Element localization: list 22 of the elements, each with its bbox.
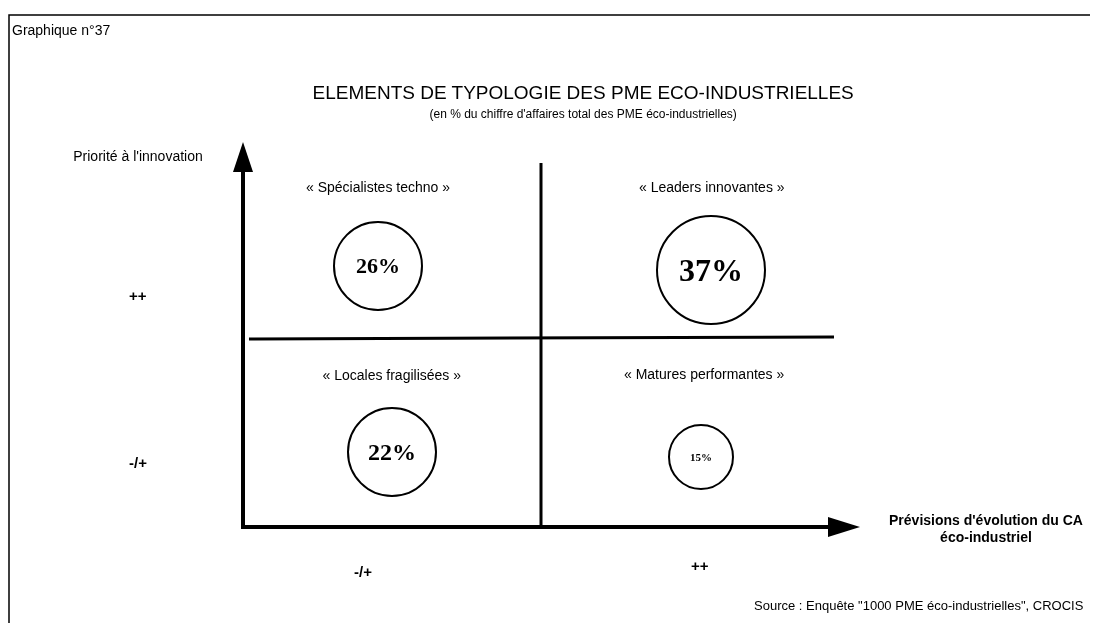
share-circle xyxy=(668,424,734,490)
axis-level: ++ xyxy=(691,557,709,575)
percentage-value: 22% xyxy=(368,438,416,466)
percentage-value: 15% xyxy=(690,451,712,463)
quadrant-title: « Locales fragilisées » xyxy=(322,366,462,384)
axis-level: ++ xyxy=(129,287,147,305)
chart-subtitle: (en % du chiffre d'affaires total des PME éco-industrielles) xyxy=(429,107,737,122)
axis-level: -/+ xyxy=(129,454,147,472)
share-circle xyxy=(656,215,766,325)
figure-number: Graphique n°37 xyxy=(12,21,111,39)
quadrant-title: « Leaders innovantes » xyxy=(639,178,785,196)
source-note: Source : Enquête "1000 PME éco-industrielles", CROCIS xyxy=(754,598,1084,614)
chart-title: ELEMENTS DE TYPOLOGIE DES PME ECO-INDUSTRIELLES xyxy=(312,81,854,105)
quadrant-title: « Spécialistes techno » xyxy=(306,178,450,196)
share-circle xyxy=(333,221,423,311)
percentage-value: 37% xyxy=(679,251,743,289)
share-circle xyxy=(347,407,437,497)
axis-title: Priorité à l'innovation xyxy=(73,147,203,165)
axis-title: Prévisions d'évolution du CA éco-industriel xyxy=(888,512,1084,546)
quadrant-title: « Matures performantes » xyxy=(624,365,785,383)
axis-level: -/+ xyxy=(354,563,372,581)
percentage-value: 26% xyxy=(356,253,400,279)
